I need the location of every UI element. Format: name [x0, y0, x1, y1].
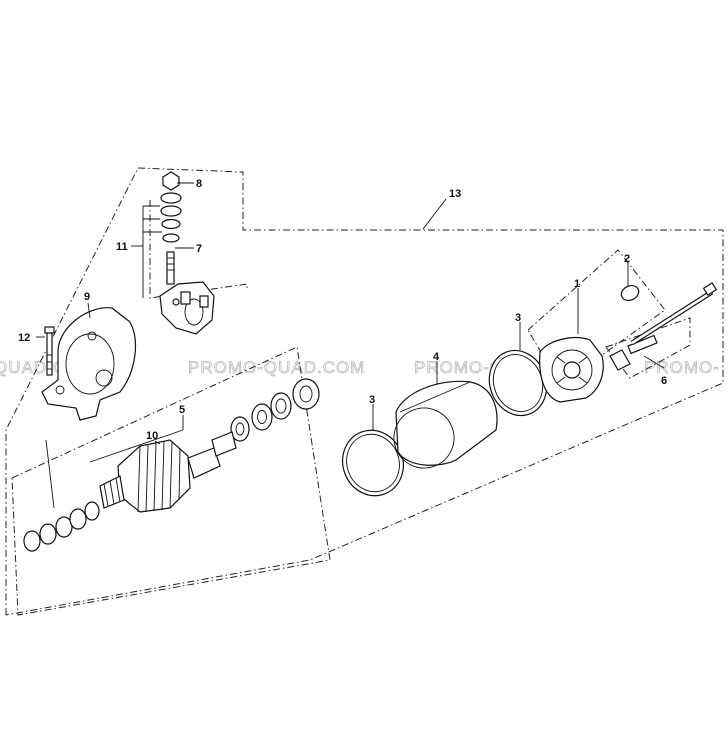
shim	[270, 392, 292, 420]
shim-hole	[299, 385, 313, 403]
shim	[230, 416, 250, 442]
bolt-shank	[46, 332, 53, 376]
callout-9: 9	[84, 291, 90, 303]
bolt-hole	[55, 385, 65, 395]
washer-shape	[162, 233, 180, 243]
front-cover-slots	[556, 356, 588, 384]
winding-line	[169, 441, 173, 509]
shim	[251, 403, 273, 431]
watermark-text-center: PROMO-QUAD.COM	[188, 358, 365, 377]
through-bolt-fill	[631, 290, 713, 345]
assembly-boundary-13	[5, 167, 724, 616]
callout-2: 2	[624, 253, 630, 265]
front-cover-1	[539, 337, 604, 403]
watermark-text-edge: PROMO-	[644, 358, 720, 377]
winding-line	[145, 443, 149, 513]
brush-block	[199, 295, 209, 308]
callout-8: 8	[196, 178, 202, 190]
callout-12: 12	[18, 332, 30, 344]
bolt-12	[44, 326, 55, 376]
callout-7: 7	[196, 243, 202, 255]
terminal-bracket	[609, 349, 631, 371]
winding-line	[178, 447, 181, 501]
shim	[69, 508, 87, 530]
shim-washers-lower	[23, 501, 100, 552]
shim	[39, 523, 57, 545]
rear-housing-face	[65, 333, 115, 395]
shim	[84, 501, 100, 521]
leader-10	[154, 440, 161, 445]
brush-holder-plate	[159, 281, 215, 335]
rivet	[172, 298, 180, 306]
callout-10: 10	[146, 430, 158, 442]
washer-shape	[160, 192, 182, 204]
through-bolt	[630, 282, 718, 346]
winding-line	[161, 440, 165, 511]
leader-5-b	[89, 429, 184, 463]
callout-labels: 1 2 3 3 4 5 6 7 8 9 10 11 12 13	[18, 178, 667, 442]
callout-3-lower: 3	[369, 394, 375, 406]
washer-shape	[161, 218, 181, 230]
leader-13	[422, 198, 447, 230]
group-boundary-6	[605, 317, 691, 379]
rear-housing-body	[41, 307, 137, 421]
armature-shaft-gear	[187, 447, 221, 479]
nut-8-shape	[162, 171, 180, 191]
washer-shape	[160, 205, 182, 217]
armature-core	[117, 439, 191, 513]
commutator-bar	[103, 483, 109, 507]
terminal-insulator	[627, 334, 658, 355]
front-cover-hub	[563, 361, 581, 379]
brush-block	[180, 291, 191, 305]
leader-5-a	[45, 439, 55, 509]
brush-holder-center	[184, 298, 204, 326]
shim-hole	[275, 398, 287, 414]
brush-holder	[159, 281, 215, 335]
commutator-bar	[115, 477, 121, 503]
terminal-bolt-shape	[166, 251, 175, 285]
callout-4: 4	[433, 351, 440, 363]
shim	[23, 530, 41, 552]
shim-hole	[235, 422, 245, 436]
yoke-body	[395, 380, 498, 466]
shim	[292, 378, 320, 410]
callout-6: 6	[661, 375, 667, 387]
commutator-bar	[109, 480, 115, 505]
terminal-6	[609, 334, 658, 371]
shim	[55, 516, 73, 538]
leader-lines	[36, 182, 665, 509]
o-ring-3-lower-inner	[346, 433, 400, 493]
bolt-hole	[87, 331, 97, 341]
rear-housing-9	[41, 307, 137, 421]
bolt-head	[44, 326, 55, 334]
callout-5: 5	[179, 404, 185, 416]
through-bolt-head	[702, 282, 718, 296]
yoke-opening	[393, 407, 455, 469]
winding-line	[153, 441, 157, 512]
leader-9	[87, 302, 91, 319]
callout-11: 11	[116, 241, 128, 253]
callout-13: 13	[449, 188, 461, 200]
leader-6	[643, 355, 665, 369]
group-boundary-5	[11, 346, 331, 616]
callout-3-upper: 3	[515, 312, 521, 324]
yoke-edge	[399, 381, 471, 413]
callout-1: 1	[574, 278, 580, 290]
armature-10	[99, 431, 237, 513]
front-cover-face	[551, 349, 593, 391]
shim-washers-upper	[230, 378, 320, 442]
bushing	[95, 369, 113, 387]
yoke-4	[393, 380, 498, 469]
nut-washer-stack	[160, 171, 182, 285]
o-ring-2	[620, 285, 640, 301]
winding-line	[137, 445, 141, 513]
drive-gear	[211, 431, 237, 457]
shim-hole	[257, 410, 267, 424]
